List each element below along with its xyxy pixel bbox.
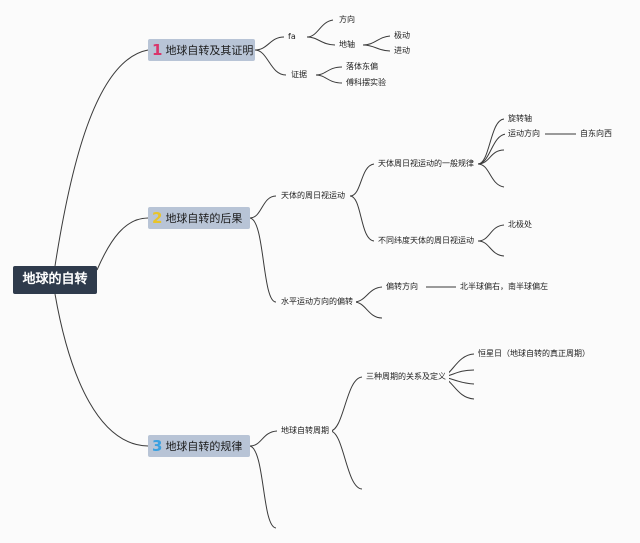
node-butong[interactable]: 不同纬度天体的周日视运动 [375,234,477,248]
branch-1-label: 地球自转及其证明 [165,44,254,57]
branch-3-number: 3 [152,437,163,455]
branch-2-number: 2 [152,209,163,227]
node-fa[interactable]: fa [285,30,299,44]
node-jidong[interactable]: 极动 [391,29,413,43]
branch-1-number: 1 [152,41,163,59]
node-tianti[interactable]: 天体的周日视运动 [278,189,348,203]
branch-3-label: 地球自转的规律 [165,440,243,453]
node-fangxiang[interactable]: 方向 [336,13,358,27]
node-yiban[interactable]: 天体周日视运动的一般规律 [375,157,477,171]
node-dizhou[interactable]: 地轴 [336,38,358,52]
node-yundong[interactable]: 运动方向 [505,127,543,141]
node-beiji[interactable]: 北极处 [505,218,535,232]
root-node[interactable]: 地球的自转 [13,266,97,294]
node-zhouqi[interactable]: 地球自转周期 [278,424,332,438]
node-zidong[interactable]: 自东向西 [577,127,615,141]
node-pianzhuan[interactable]: 偏转方向 [383,280,421,294]
node-beiban[interactable]: 北半球偏右，南半球偏左 [457,280,551,294]
node-luoti[interactable]: 落体东偏 [343,60,381,74]
link-root-b1 [54,49,149,267]
node-xuanzhuan[interactable]: 旋转轴 [505,112,535,126]
node-fuke[interactable]: 傅科摆实验 [343,76,389,90]
branch-2-label: 地球自转的后果 [165,212,243,225]
node-hengxing[interactable]: 恒星日（地球自转的真正周期） [475,347,593,361]
link-root-b3 [54,293,149,447]
node-jindong[interactable]: 进动 [391,44,413,58]
node-shuiping[interactable]: 水平运动方向的偏转 [278,295,356,309]
link-root-b2 [96,217,149,271]
node-sanzhong[interactable]: 三种周期的关系及定义 [363,370,449,384]
node-zhengju[interactable]: 证据 [288,68,310,82]
